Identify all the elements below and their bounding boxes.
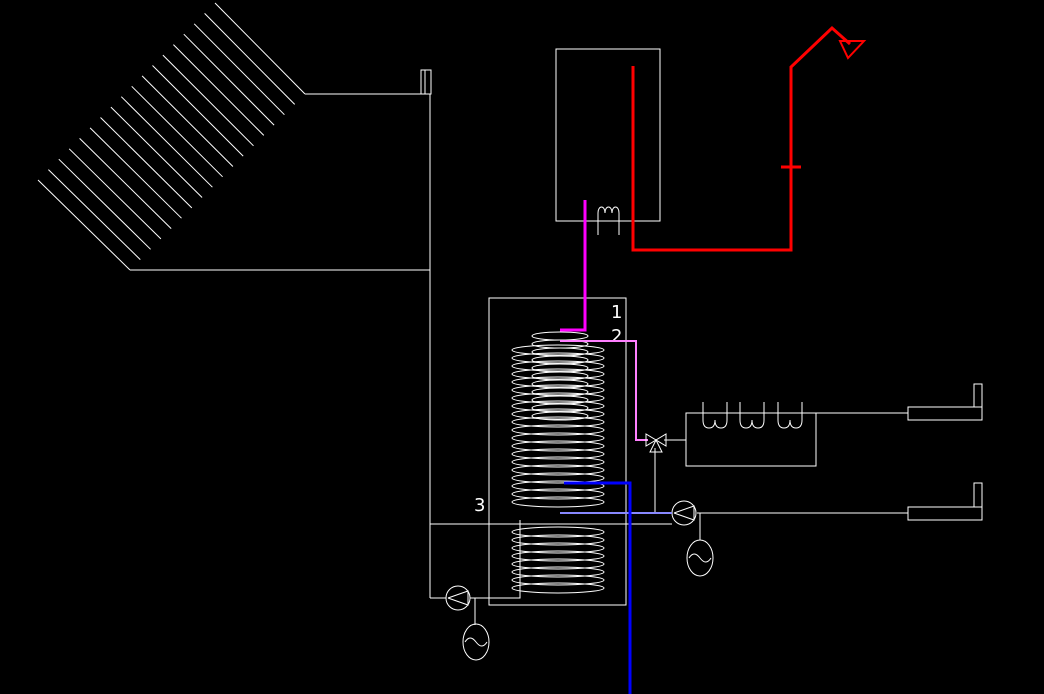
lower-solar-coil — [511, 526, 605, 594]
upper-coil-turn — [511, 472, 605, 484]
tank-label-1: 1 — [611, 302, 622, 323]
lower-coil-turn — [511, 526, 605, 538]
upper-coil-turn — [511, 432, 605, 444]
upper-coil-turn — [511, 464, 605, 476]
collector-hatch-line — [37, 179, 131, 271]
solar-circuit-piping — [130, 69, 672, 599]
collector-hatch-line — [162, 54, 254, 147]
collector-hatch-line — [131, 85, 223, 178]
lower-coil-turn — [511, 582, 605, 594]
upper-coil-turn — [511, 408, 605, 420]
lower-coil-turn — [511, 534, 605, 546]
lower-coil-turn — [511, 558, 605, 570]
shower-head-icon — [838, 40, 867, 60]
collector-hatch-line — [68, 148, 162, 240]
solar-expansion-vessel — [462, 623, 490, 661]
upper-coil-turn — [511, 424, 605, 436]
collector-hatch-line — [48, 169, 141, 260]
collector-hatch-line — [89, 127, 182, 219]
heating-flow-pipe — [560, 340, 648, 441]
radiator-1-icon — [702, 402, 728, 429]
external-connection-lower — [907, 482, 983, 521]
collector-hatch-line — [152, 65, 244, 157]
lower-coil-turn — [511, 542, 605, 554]
boiler-flow-pipe — [560, 200, 587, 332]
upper-coil-turn — [511, 368, 605, 380]
lower-coil-turn — [511, 566, 605, 578]
upper-coil-turn — [511, 488, 605, 500]
heating-pump — [671, 500, 701, 540]
collector-hatch-line — [110, 106, 203, 198]
collector-hatch-line — [193, 23, 285, 116]
collector-hatch-line — [120, 96, 213, 188]
collector-hatch-line — [100, 117, 193, 209]
collector-hatch-line — [204, 13, 296, 105]
cold-water-pipe — [564, 481, 632, 694]
upper-coil-turn — [511, 440, 605, 452]
collector-hatch-line — [183, 33, 275, 126]
external-connection-upper — [907, 383, 983, 421]
lower-coil-turn — [511, 550, 605, 562]
upper-coil-turn — [511, 456, 605, 468]
inner-coil-turn — [531, 411, 589, 421]
hot-water-line — [631, 25, 867, 252]
heating-circuit — [654, 402, 908, 514]
upper-coil-turn — [511, 344, 605, 356]
heating-expansion-vessel — [686, 539, 714, 577]
upper-coil-turn — [511, 416, 605, 428]
radiator-2-icon — [739, 402, 765, 429]
upper-coil-turn — [511, 392, 605, 404]
three-way-valve — [645, 433, 667, 453]
upper-coil-turn — [511, 496, 605, 508]
upper-coil-turn — [511, 400, 605, 412]
tank-label-3: 3 — [474, 495, 485, 516]
collector-hatch-line — [173, 44, 265, 136]
collector-hatch-line — [214, 2, 306, 95]
tank-label-2: 2 — [611, 326, 622, 347]
upper-coil-turn — [511, 384, 605, 396]
radiator-3-icon — [777, 402, 803, 429]
boiler-burner-icon — [597, 206, 620, 235]
upper-coil-turn — [511, 352, 605, 364]
solar-pump — [445, 585, 476, 625]
wall-boiler — [555, 48, 661, 235]
solar-collector — [37, 2, 306, 271]
upper-coil-turn — [511, 480, 605, 492]
upper-coil-turn — [511, 448, 605, 460]
collector-hatch-line — [58, 158, 151, 250]
inner-coil-turn — [531, 331, 589, 341]
upper-heat-exchanger-coil — [511, 331, 605, 508]
lower-coil-turn — [511, 574, 605, 586]
upper-coil-turn — [511, 376, 605, 388]
upper-coil-turn — [511, 360, 605, 372]
collector-hatch-line — [79, 138, 172, 229]
radiator-manifold — [685, 412, 817, 467]
collector-hatch-line — [141, 75, 234, 167]
air-vent — [420, 69, 432, 95]
storage-tank — [488, 297, 627, 606]
